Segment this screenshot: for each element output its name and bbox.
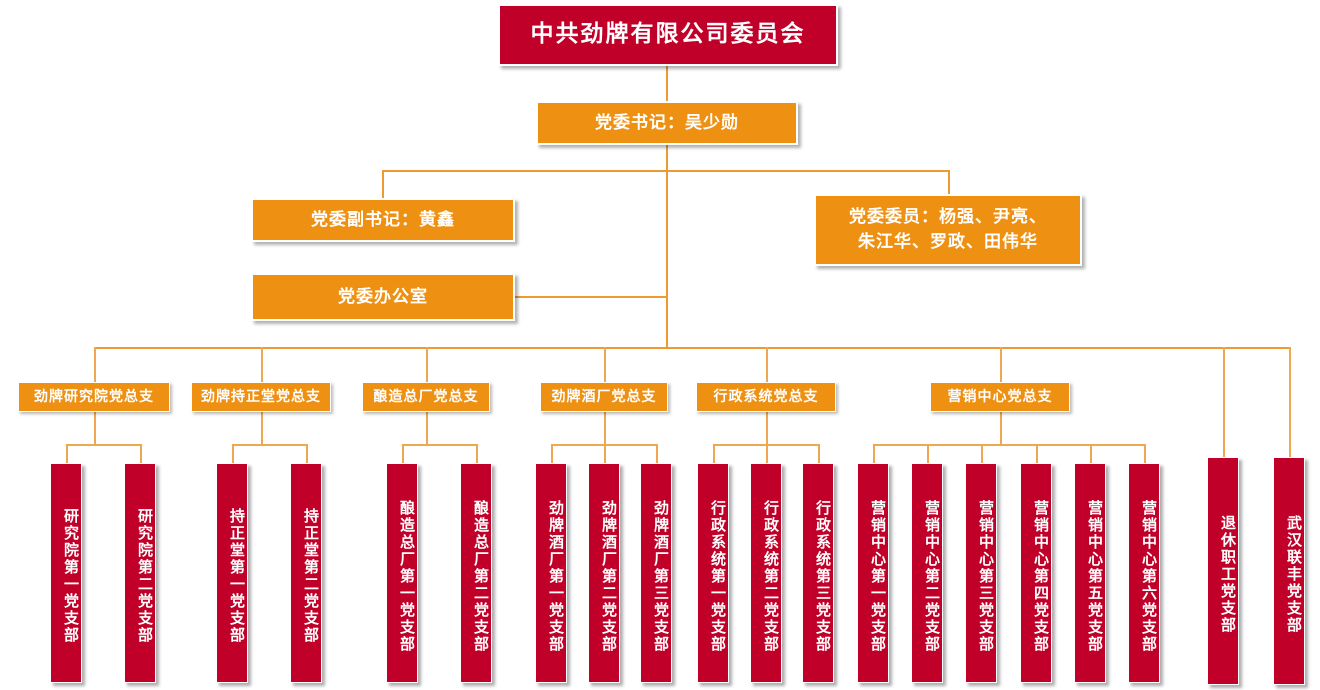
- connector-branch4-child2: [604, 444, 606, 466]
- branch-node-niangzao[interactable]: 酿造总厂党总支: [362, 382, 490, 412]
- connector-branch1-child2: [140, 444, 142, 466]
- connector-bus-to-branch-3: [426, 347, 428, 382]
- leaf-node-yingxiao-3[interactable]: 营销中心第三党支部: [965, 463, 997, 683]
- leaf-node-yingxiao-6[interactable]: 营销中心第六党支部: [1128, 463, 1160, 683]
- connector-branch6-child5: [1090, 444, 1092, 466]
- connector-branch5-child3: [818, 444, 820, 466]
- connector-bus-to-direct-1: [1223, 347, 1225, 457]
- node-committee-members[interactable]: 党委委员：杨强、尹亮、 朱江华、罗政、田伟华: [814, 194, 1082, 266]
- leaf-node-niangzao-2[interactable]: 酿造总厂第二党支部: [460, 463, 492, 683]
- leaf-node-yanjiuyuan-1[interactable]: 研究院第一党支部: [50, 463, 82, 683]
- leaf-node-tuixiu[interactable]: 退休职工党支部: [1207, 457, 1239, 685]
- connector-bus-to-branch-2: [261, 347, 263, 382]
- connector-branch5-stem: [766, 412, 768, 445]
- connector-main-bus: [94, 347, 1290, 349]
- connector-branch6-child4: [1036, 444, 1038, 466]
- connector-branch6-bus: [873, 444, 1145, 446]
- leaf-node-yanjiuyuan-2[interactable]: 研究院第二党支部: [124, 463, 156, 683]
- committee-members-line1: 党委委员：杨强、尹亮、: [849, 207, 1047, 228]
- node-party-secretary[interactable]: 党委书记：吴少勋: [536, 101, 798, 145]
- connector-branch1-bus: [66, 444, 141, 446]
- leaf-node-yingxiao-5[interactable]: 营销中心第五党支部: [1074, 463, 1106, 683]
- leaf-node-niangzao-1[interactable]: 酿造总厂第一党支部: [386, 463, 418, 683]
- connector-branch5-child2: [766, 444, 768, 466]
- connector-branch3-bus: [402, 444, 477, 446]
- connector-branch5-child1: [713, 444, 715, 466]
- connector-branch2-stem: [261, 412, 263, 445]
- connector-to-members: [948, 170, 950, 194]
- leaf-node-jiupai-3[interactable]: 劲牌酒厂第三党支部: [640, 463, 672, 683]
- connector-branch6-child2: [927, 444, 929, 466]
- connector-bus-to-branch-5: [766, 347, 768, 382]
- branch-node-yanjiuyuan[interactable]: 劲牌研究院党总支: [18, 382, 170, 412]
- connector-secretary-spine: [666, 145, 668, 348]
- connector-office-to-spine: [515, 296, 667, 298]
- leaf-node-yingxiao-1[interactable]: 营销中心第一党支部: [857, 463, 889, 683]
- leaf-node-yingxiao-2[interactable]: 营销中心第二党支部: [911, 463, 943, 683]
- connector-bus-to-direct-2: [1289, 347, 1291, 457]
- connector-branch1-child1: [66, 444, 68, 466]
- connector-branch6-child3: [981, 444, 983, 466]
- connector-branch3-child1: [402, 444, 404, 466]
- leaf-node-chizhengtang-2[interactable]: 持正堂第二党支部: [290, 463, 322, 683]
- leaf-node-xingzheng-3[interactable]: 行政系统第三党支部: [802, 463, 834, 683]
- connector-branch3-child2: [476, 444, 478, 466]
- leaf-node-jiupai-1[interactable]: 劲牌酒厂第一党支部: [535, 463, 567, 683]
- connector-branch4-child1: [551, 444, 553, 466]
- connector-branch6-child6: [1144, 444, 1146, 466]
- connector-branch4-child3: [656, 444, 658, 466]
- connector-branch3-stem: [426, 412, 428, 445]
- connector-branch2-child1: [232, 444, 234, 466]
- connector-bus-to-branch-1: [94, 347, 96, 382]
- connector-branch4-stem: [604, 412, 606, 445]
- connector-root-to-secretary: [666, 66, 668, 101]
- leaf-node-yingxiao-4[interactable]: 营销中心第四党支部: [1020, 463, 1052, 683]
- connector-branch2-child2: [306, 444, 308, 466]
- connector-branch6-stem: [1000, 412, 1002, 445]
- connector-level2-bar: [382, 170, 949, 172]
- leaf-node-xingzheng-1[interactable]: 行政系统第一党支部: [697, 463, 729, 683]
- branch-node-jiupai[interactable]: 劲牌酒厂党总支: [540, 382, 668, 412]
- connector-branch1-stem: [94, 412, 96, 445]
- leaf-node-xingzheng-2[interactable]: 行政系统第二党支部: [750, 463, 782, 683]
- connector-bus-to-branch-6: [1000, 347, 1002, 382]
- connector-bus-to-branch-4: [604, 347, 606, 382]
- node-party-office[interactable]: 党委办公室: [251, 273, 515, 321]
- connector-to-deputy: [382, 170, 384, 198]
- root-node-party-committee[interactable]: 中共劲牌有限公司委员会: [498, 4, 838, 66]
- connector-branch6-child1: [873, 444, 875, 466]
- node-deputy-secretary[interactable]: 党委副书记：黄鑫: [251, 198, 515, 242]
- leaf-node-wuhan[interactable]: 武汉联丰党支部: [1273, 457, 1305, 685]
- branch-node-xingzheng[interactable]: 行政系统党总支: [696, 382, 836, 412]
- committee-members-line2: 朱江华、罗政、田伟华: [858, 232, 1038, 252]
- leaf-node-jiupai-2[interactable]: 劲牌酒厂第二党支部: [588, 463, 620, 683]
- connector-branch2-bus: [232, 444, 307, 446]
- branch-node-chizhengtang[interactable]: 劲牌持正堂党总支: [191, 382, 331, 412]
- leaf-node-chizhengtang-1[interactable]: 持正堂第一党支部: [216, 463, 248, 683]
- branch-node-yingxiao[interactable]: 营销中心党总支: [930, 382, 1070, 412]
